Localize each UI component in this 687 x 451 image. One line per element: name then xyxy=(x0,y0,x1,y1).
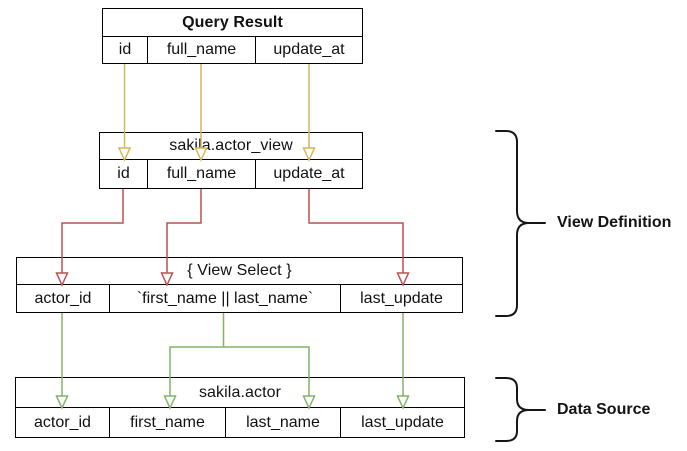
column-last_update: last_update xyxy=(340,285,462,312)
table-title-actor: sakila.actor xyxy=(16,378,464,408)
table-columns-view-select: actor_id `first_name || last_name`last_up… xyxy=(17,285,462,312)
column-id: id xyxy=(118,41,132,58)
view-definition-brace xyxy=(495,130,546,317)
column-last_name: last_name xyxy=(225,408,340,437)
column-update_at: update_at xyxy=(255,160,362,188)
table-title-query-result: Query Result xyxy=(103,9,362,37)
column-actor_id: actor_id xyxy=(34,289,92,307)
column-first_namelast_name: `first_name || last_name` xyxy=(109,285,340,312)
column-id: id xyxy=(117,165,130,182)
column-full_name: full_name xyxy=(147,37,255,63)
column-full_name: full_name xyxy=(147,160,255,188)
column-actor_id: actor_id xyxy=(34,413,91,431)
view-definition-label: View Definition xyxy=(557,214,672,231)
column-last_update: last_update xyxy=(340,408,464,437)
table-title-actor-view: sakila.actor_view xyxy=(100,133,362,160)
table-title-view-select: { View Select } xyxy=(17,258,462,285)
column-update_at: update_at xyxy=(255,37,362,63)
table-view-select: { View Select } actor_id `first_name || l… xyxy=(16,257,463,313)
data-source-label: Data Source xyxy=(557,401,651,418)
data-source-brace xyxy=(495,377,546,442)
column-first_name: first_name xyxy=(109,408,225,437)
